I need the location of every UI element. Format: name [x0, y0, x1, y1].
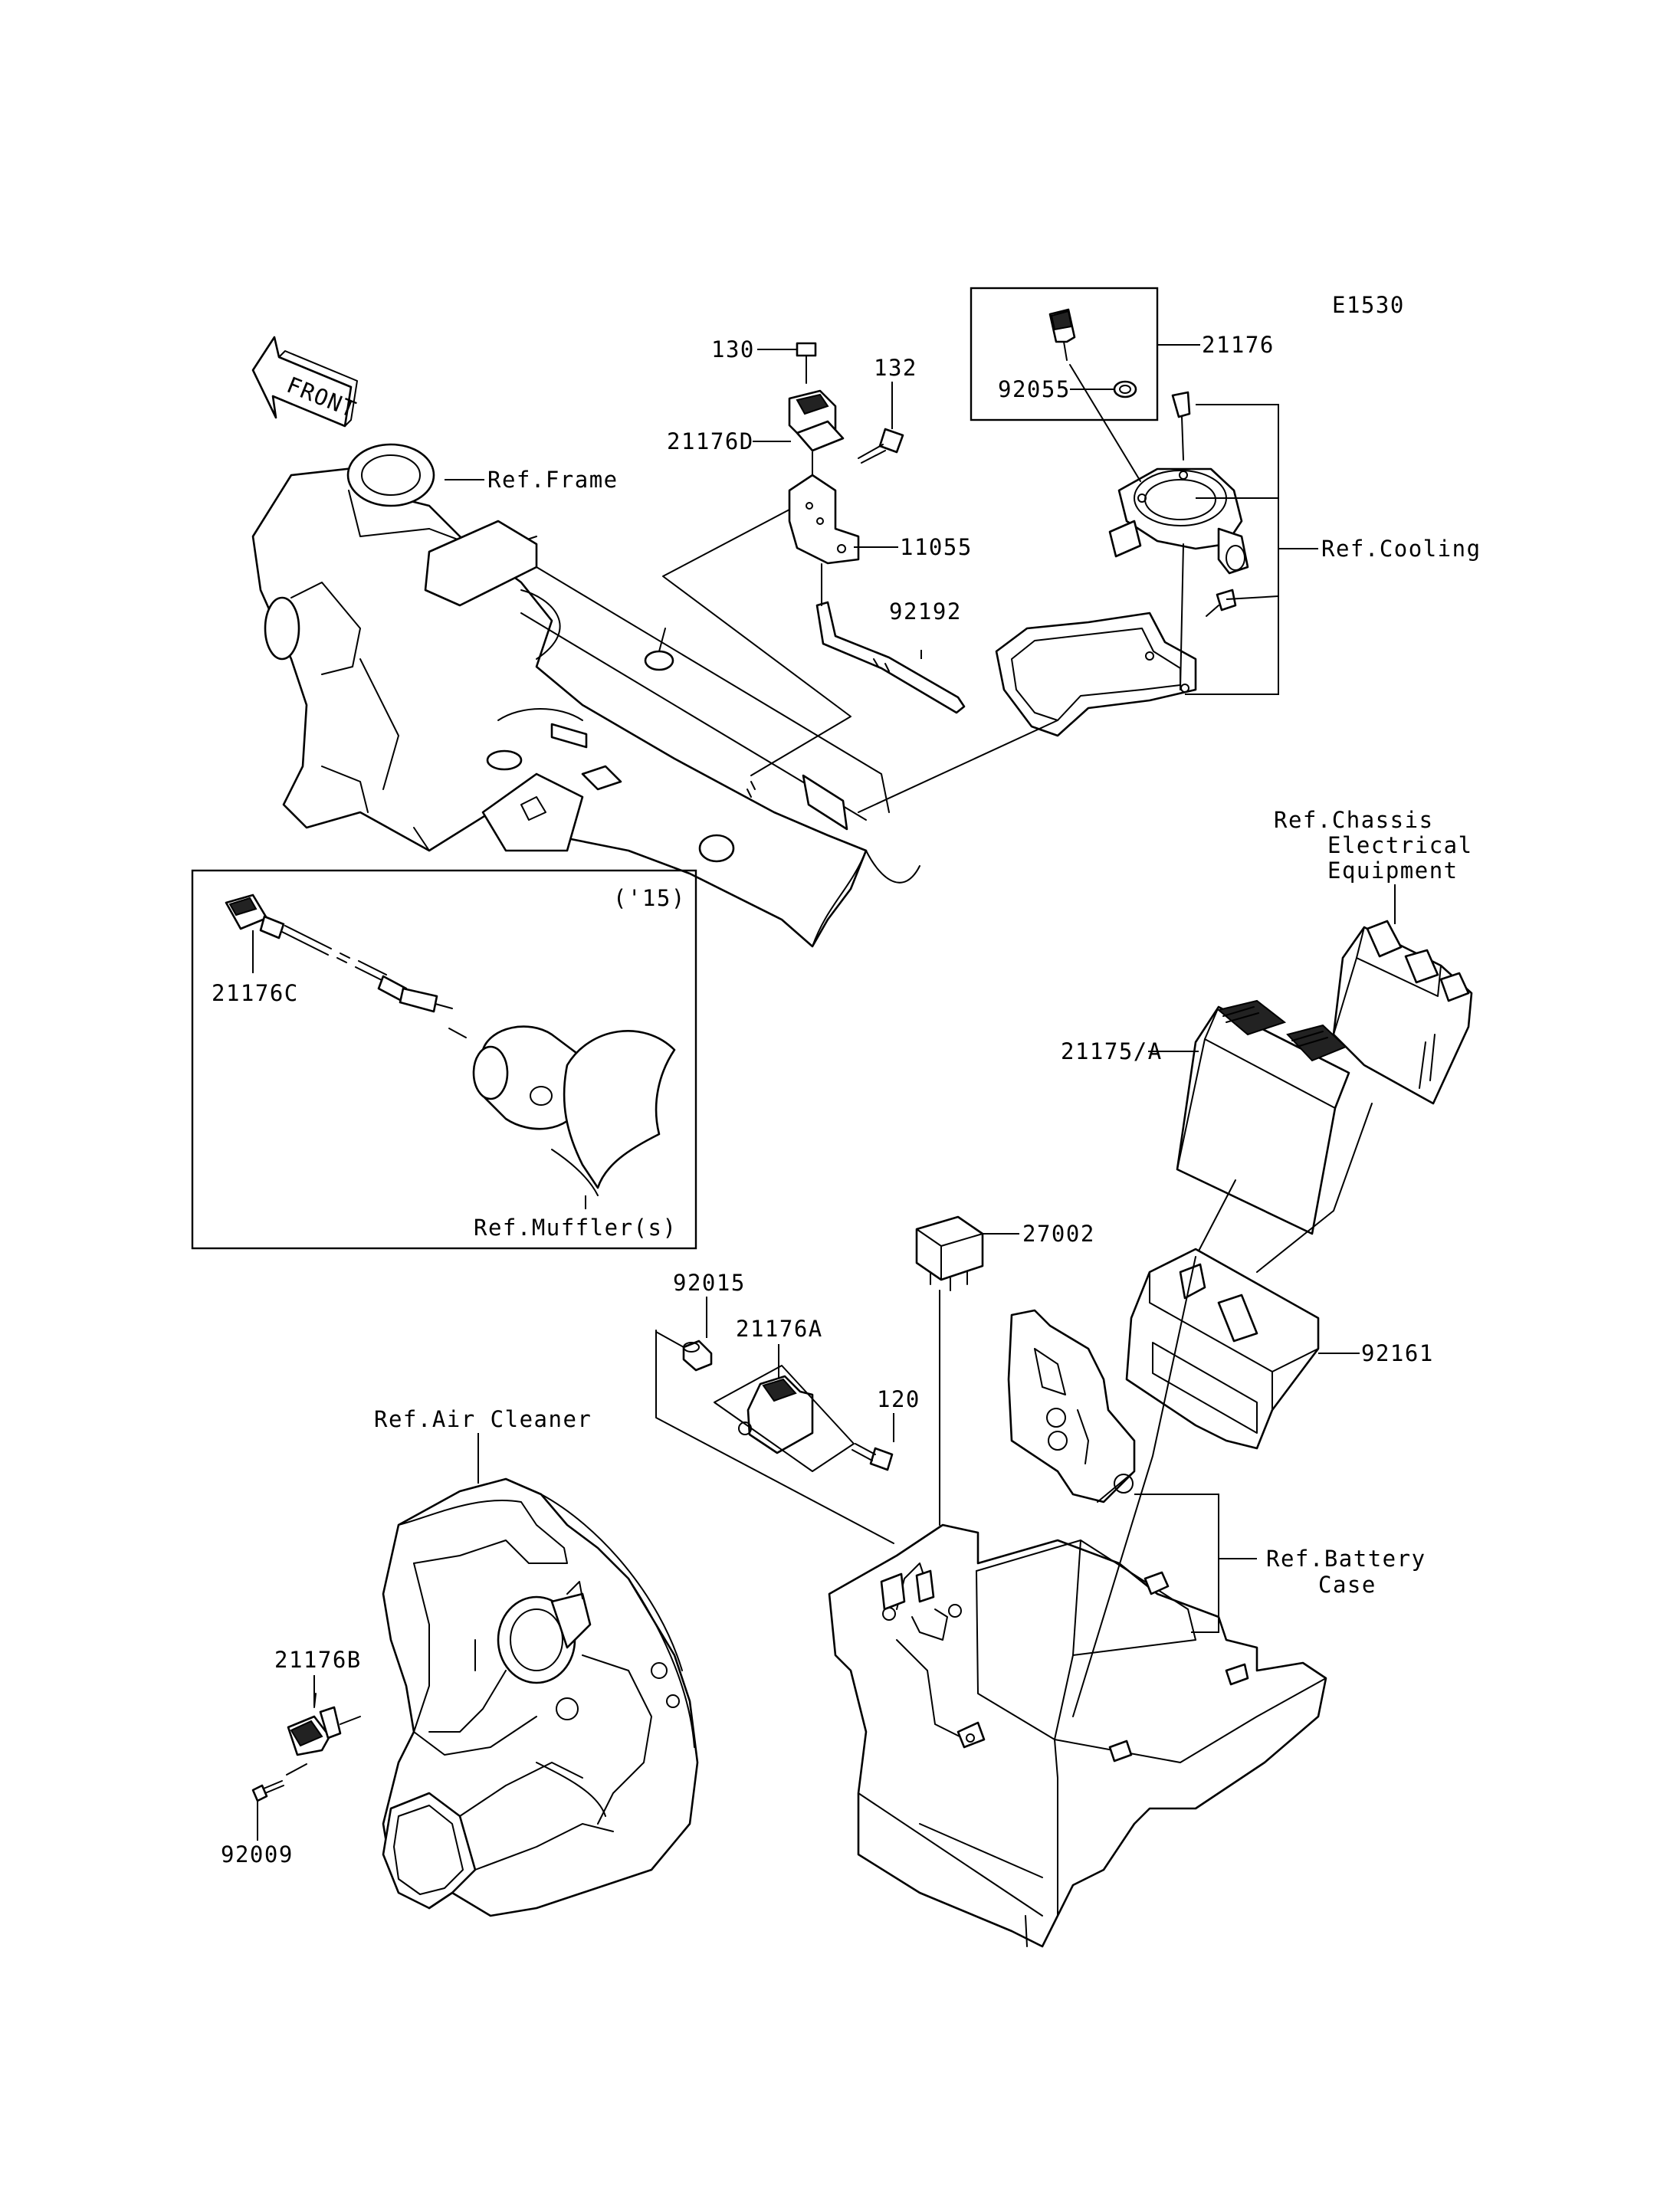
sensor-21176A-assembly	[655, 1330, 894, 1544]
battery-case	[828, 1256, 1327, 1948]
chassis-relay-module	[1332, 920, 1473, 1105]
part-92015-label: 92015	[673, 1270, 746, 1296]
part-21176C-label: 21176C	[212, 980, 299, 1006]
part-21175A-label: 21175/A	[1061, 1038, 1163, 1064]
ref-chassis-label-1: Ref.Chassis	[1274, 807, 1434, 833]
ref-cooling-label: Ref.Cooling	[1321, 536, 1481, 562]
part-92009-label: 92009	[221, 1841, 294, 1867]
air-cleaner-drawing	[382, 1477, 699, 1917]
part-21176A-label: 21176A	[736, 1316, 823, 1342]
ref-battery-label-1: Ref.Battery	[1266, 1546, 1426, 1572]
part-11055-label: 11055	[900, 534, 973, 560]
frame-drawing	[251, 443, 920, 948]
front-arrow-icon: FRONT	[251, 336, 360, 428]
sensor-21176B	[251, 1693, 361, 1802]
ref-air-cleaner-label: Ref.Air Cleaner	[374, 1406, 592, 1432]
part-130-label: 130	[711, 336, 755, 362]
ref-chassis-label-3: Equipment	[1327, 857, 1459, 884]
part-132-label: 132	[874, 355, 917, 381]
part-21176D-label: 21176D	[667, 428, 754, 454]
ref-battery-label-2: Case	[1318, 1572, 1376, 1598]
diagram-code: E1530	[1332, 292, 1405, 318]
part-92055-label: 92055	[998, 376, 1071, 402]
ref-muffler-label: Ref.Muffler(s)	[474, 1215, 677, 1241]
ref-chassis-label-2: Electrical	[1327, 832, 1473, 858]
part-120-label: 120	[877, 1386, 920, 1412]
part-21176B-label: 21176B	[274, 1647, 362, 1673]
part-92161-label: 92161	[1361, 1340, 1434, 1366]
ecu-holder-92161	[1007, 1248, 1320, 1503]
sensor-21176C	[225, 894, 467, 1038]
inset-year-label: ('15)	[613, 885, 686, 911]
ecu-21175A	[1176, 999, 1350, 1235]
thermostat-housing	[858, 364, 1249, 813]
muffler-drawing	[472, 1025, 676, 1196]
part-21176-label: 21176	[1202, 332, 1275, 358]
inset-2015-box	[191, 869, 697, 1250]
relay-27002	[915, 1215, 984, 1526]
part-92192-label: 92192	[889, 598, 962, 625]
inset-21176-box	[970, 287, 1159, 421]
sensor-21176	[1048, 308, 1137, 398]
ref-frame-label: Ref.Frame	[487, 467, 619, 493]
sensor-21176D-assembly	[662, 342, 966, 776]
part-27002-label: 27002	[1022, 1221, 1095, 1247]
